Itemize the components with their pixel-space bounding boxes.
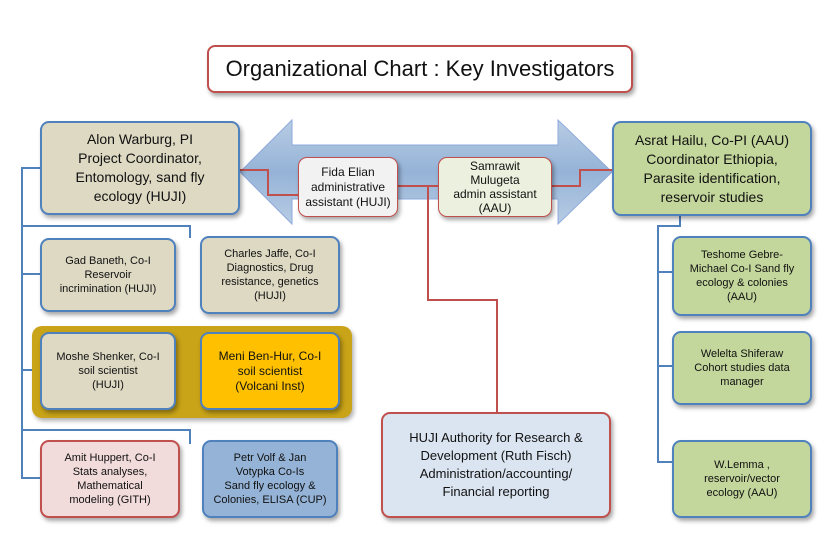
node-jaffe: Charles Jaffe, Co-I Diagnostics, Drug re… xyxy=(200,236,340,314)
node-lemma-text: W.Lemma , reservoir/vector ecology (AAU) xyxy=(704,459,780,499)
node-baneth-text: Gad Baneth, Co-I Reservoir incrimination… xyxy=(59,255,157,295)
node-huppert-text: Amit Huppert, Co-I Stats analyses, Mathe… xyxy=(64,452,156,506)
node-benhur: Meni Ben-Hur, Co-I soil scientist (Volca… xyxy=(200,332,340,410)
red-connector-admin xyxy=(240,169,298,196)
node-hailu-text: Asrat Hailu, Co-PI (AAU) Coordinator Eth… xyxy=(634,131,790,205)
node-huji-authority: HUJI Authority for Research & Developmen… xyxy=(381,412,611,518)
blue-connector-jaffe xyxy=(22,225,191,238)
node-elian: Fida Elian administrative assistant (HUJ… xyxy=(298,157,398,217)
node-shenker-text: Moshe Shenker, Co-I soil scientist (HUJI… xyxy=(56,351,160,391)
node-huji-authority-text: HUJI Authority for Research & Developmen… xyxy=(409,430,583,499)
node-warburg: Alon Warburg, PI Project Coordinator, En… xyxy=(40,121,240,215)
node-benhur-text: Meni Ben-Hur, Co-I soil scientist (Volca… xyxy=(218,348,322,393)
node-gebre: Teshome Gebre- Michael Co-I Sand fly eco… xyxy=(672,236,812,316)
node-lemma: W.Lemma , reservoir/vector ecology (AAU) xyxy=(672,440,812,518)
node-shenker: Moshe Shenker, Co-I soil scientist (HUJI… xyxy=(40,332,176,410)
red-connector-authority xyxy=(427,186,498,412)
node-jaffe-text: Charles Jaffe, Co-I Diagnostics, Drug re… xyxy=(221,248,319,302)
node-hailu: Asrat Hailu, Co-PI (AAU) Coordinator Eth… xyxy=(612,121,812,216)
blue-connector-volf xyxy=(22,429,191,444)
node-huppert: Amit Huppert, Co-I Stats analyses, Mathe… xyxy=(40,440,180,518)
double-arrow xyxy=(239,118,613,226)
chart-title: Organizational Chart : Key Investigators xyxy=(207,45,633,93)
node-warburg-text: Alon Warburg, PI Project Coordinator, En… xyxy=(75,131,205,204)
node-shiferaw: Welelta Shiferaw Cohort studies data man… xyxy=(672,331,812,405)
node-samrawit-text: Samrawit Mulugeta admin assistant (AAU) xyxy=(453,159,537,215)
node-shiferaw-text: Welelta Shiferaw Cohort studies data man… xyxy=(694,348,790,388)
node-elian-text: Fida Elian administrative assistant (HUJ… xyxy=(305,164,391,209)
node-samrawit: Samrawit Mulugeta admin assistant (AAU) xyxy=(438,157,552,217)
blue-connector-right-trunk xyxy=(657,216,681,463)
blue-connector-left-trunk xyxy=(21,167,40,479)
node-volf: Petr Volf & Jan Votypka Co-Is Sand fly e… xyxy=(202,440,338,518)
chart-title-text: Organizational Chart : Key Investigators xyxy=(225,56,615,81)
node-gebre-text: Teshome Gebre- Michael Co-I Sand fly eco… xyxy=(689,249,795,303)
node-volf-text: Petr Volf & Jan Votypka Co-Is Sand fly e… xyxy=(213,452,327,506)
node-baneth: Gad Baneth, Co-I Reservoir incrimination… xyxy=(40,238,176,312)
red-connector-right xyxy=(552,169,612,187)
